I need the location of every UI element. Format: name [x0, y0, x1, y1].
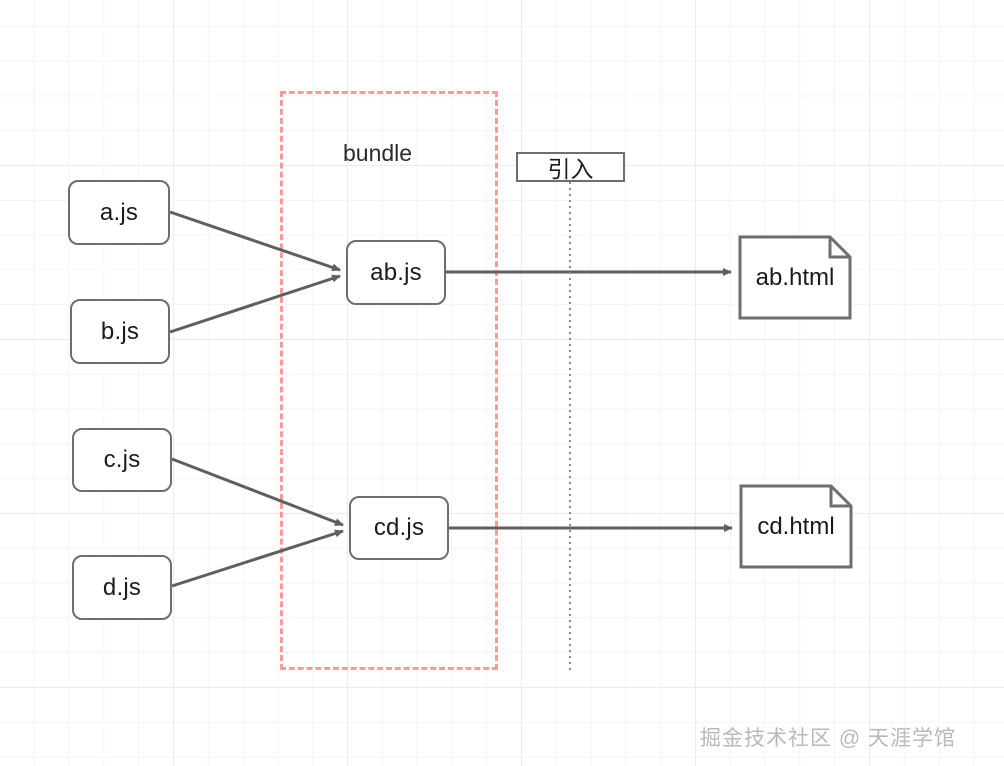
node-d-js[interactable]: d.js	[72, 555, 172, 620]
bundle-region-label: bundle	[343, 140, 413, 166]
node-cd-js-label: cd.js	[373, 514, 425, 541]
node-ab-js[interactable]: ab.js	[346, 240, 446, 305]
node-b-js-label: b.js	[100, 317, 140, 345]
node-d-js-label: d.js	[102, 573, 142, 601]
document-icon	[738, 235, 852, 320]
node-c-js-label: c.js	[103, 446, 141, 473]
import-note-label: 引入	[547, 156, 594, 182]
node-b-js[interactable]: b.js	[70, 299, 170, 364]
node-c-js[interactable]: c.js	[72, 428, 172, 492]
node-a-js[interactable]: a.js	[68, 180, 170, 245]
bundle-region	[280, 91, 498, 670]
node-cd-html[interactable]: cd.html	[739, 484, 853, 569]
node-a-js-label: a.js	[99, 198, 139, 226]
node-ab-js-label: ab.js	[370, 258, 422, 286]
node-cd-js[interactable]: cd.js	[349, 496, 449, 560]
import-note-box[interactable]: 引入	[516, 152, 625, 182]
document-icon	[739, 484, 853, 569]
node-ab-html[interactable]: ab.html	[738, 235, 852, 320]
watermark-text: 掘金技术社区 @ 天涯学馆	[700, 727, 956, 750]
